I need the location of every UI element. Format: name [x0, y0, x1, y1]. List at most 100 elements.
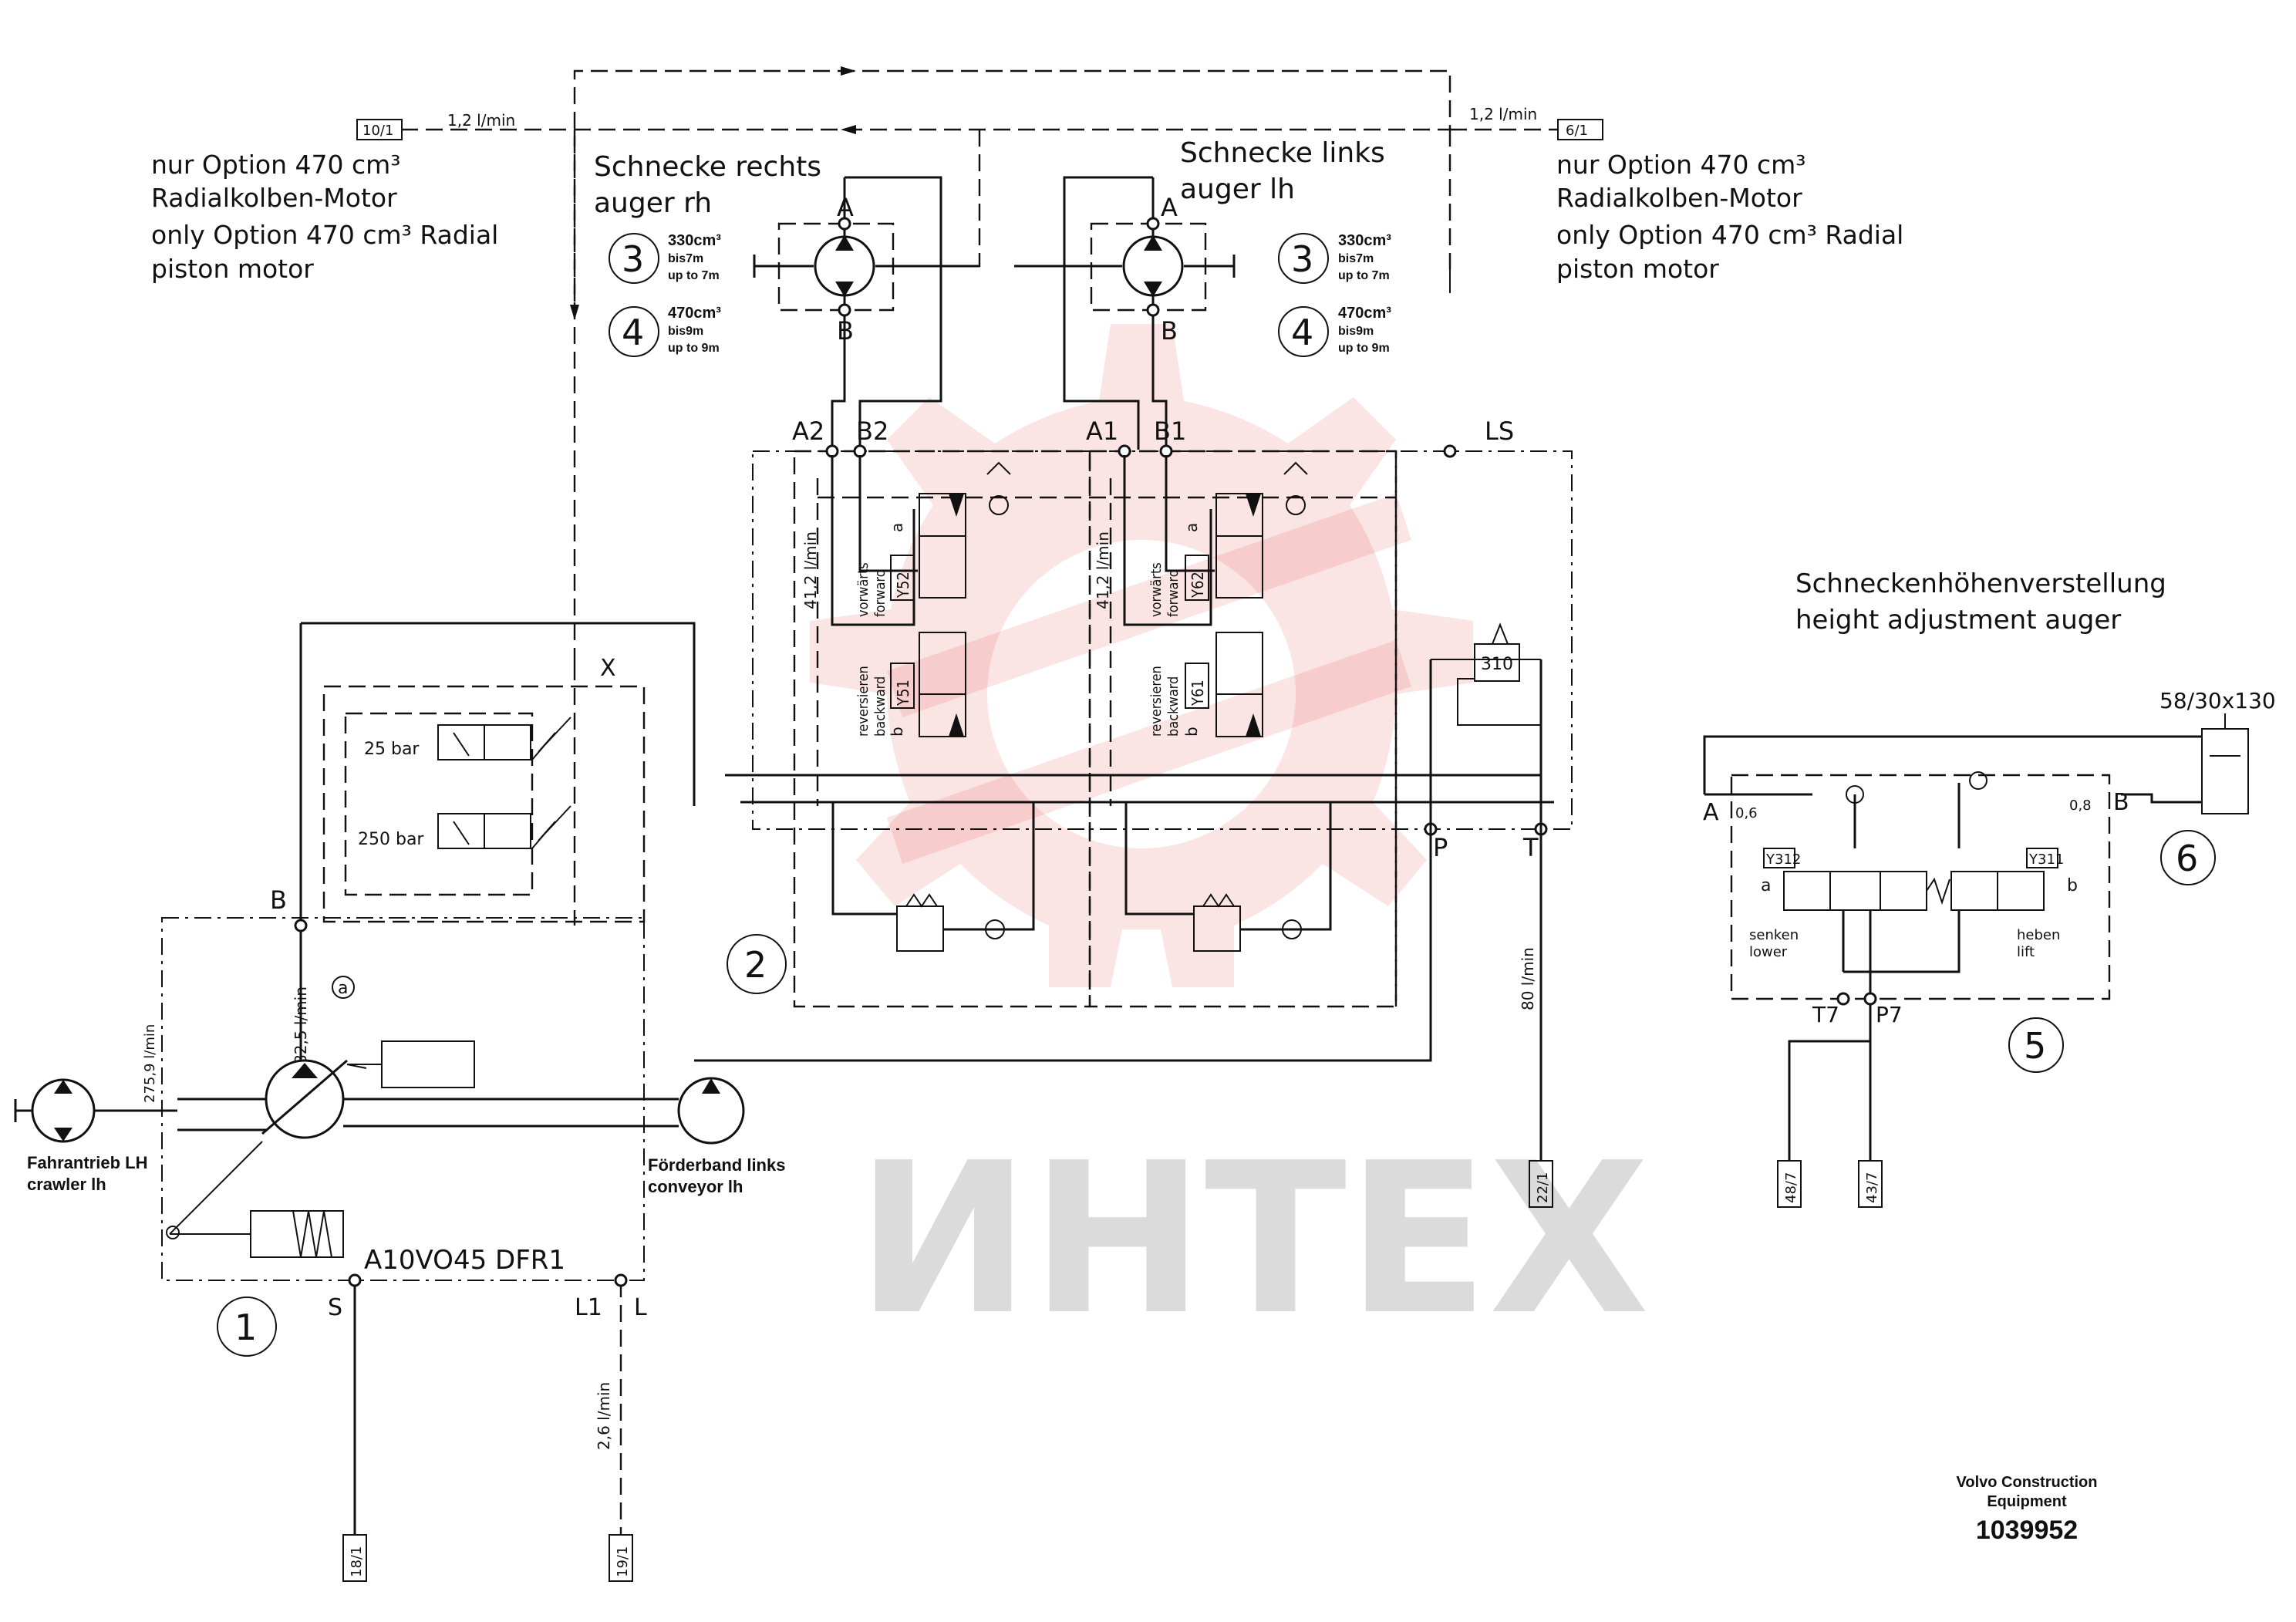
svg-text:S: S [328, 1294, 342, 1321]
svg-text:up to 7m: up to 7m [668, 269, 720, 282]
conveyor-motor: Förderband links conveyor lh [648, 1077, 785, 1196]
item-4-circle [609, 306, 659, 357]
arrow-icon [54, 1128, 72, 1141]
svg-text:heben: heben [2017, 927, 2060, 943]
drawing-number: 1039952 [1976, 1516, 2078, 1545]
svg-text:19/1: 19/1 [615, 1546, 631, 1577]
svg-text:A: A [1161, 193, 1178, 222]
item-3-circle [1278, 233, 1329, 284]
svg-text:L: L [634, 1294, 647, 1321]
svg-text:B: B [2113, 789, 2129, 816]
svg-text:Radialkolben-Motor: Radialkolben-Motor [1556, 183, 1802, 213]
svg-text:b: b [2067, 876, 2078, 895]
ref-box-left [356, 119, 403, 140]
header-refs: 10/1 1,2 l/min 6/1 1,2 l/min [356, 105, 1603, 140]
valve-block: A2 B2 A1 B1 LS P T 41,2 l/min 41,2 l/min… [694, 416, 1573, 1161]
svg-text:senken: senken [1749, 927, 1799, 943]
ref-right: 6/1 [1566, 123, 1588, 139]
valve5-center [1880, 871, 1927, 911]
height-title: Schneckenhöhenverstellung [1795, 568, 2166, 599]
svg-text:only Option 470 cm³ Radial: only Option 470 cm³ Radial [151, 220, 498, 250]
svg-text:T7: T7 [1812, 1002, 1839, 1027]
svg-text:A: A [1703, 799, 1719, 826]
svg-text:4: 4 [622, 312, 644, 353]
svg-text:LS: LS [1485, 416, 1514, 446]
svg-text:Förderband links: Förderband links [648, 1155, 785, 1175]
solenoid-arrow-icon [1246, 494, 1261, 517]
valve-block-outline [752, 450, 1573, 830]
auger-rh-title: Schnecke rechts [594, 151, 821, 183]
svg-text:lower: lower [1749, 944, 1788, 960]
svg-text:up to 9m: up to 9m [1338, 342, 1390, 355]
svg-text:470cm³: 470cm³ [1338, 305, 1391, 322]
svg-text:2: 2 [744, 944, 767, 986]
svg-text:B: B [837, 316, 854, 346]
item-6-circle [2160, 830, 2216, 885]
svg-text:P: P [1433, 833, 1448, 862]
svg-text:5: 5 [2024, 1025, 2046, 1067]
svg-text:250 bar: 250 bar [358, 830, 424, 849]
solenoid-arrow-icon [949, 713, 964, 737]
svg-text:a: a [338, 979, 348, 998]
height-adjust-group: Schneckenhöhenverstellung height adjustm… [1703, 568, 2276, 1208]
directional-valve-sec2: vorwärts forward Y62 a reversieren backw… [1148, 461, 1308, 737]
flow-label-right: 1,2 l/min [1469, 105, 1537, 123]
svg-text:piston motor: piston motor [1556, 254, 1719, 284]
arrow-icon [1144, 235, 1162, 251]
flow-label: 41,2 l/min [801, 531, 820, 609]
arrow-icon [835, 282, 854, 297]
pressure-compensator-1 [831, 802, 1035, 952]
svg-text:up to 7m: up to 7m [1338, 269, 1390, 282]
svg-text:bis9m: bis9m [1338, 325, 1374, 338]
check-valve-icon [989, 495, 1009, 515]
svg-text:forward: forward [1165, 569, 1182, 617]
brand-line1: Volvo Construction [1957, 1474, 2098, 1491]
svg-text:X: X [600, 655, 616, 682]
svg-text:3: 3 [1291, 238, 1313, 280]
svg-text:backward: backward [1165, 676, 1182, 737]
svg-text:nur Option 470 cm³: nur Option 470 cm³ [151, 150, 401, 180]
pump-model: A10VO45 DFR1 [364, 1245, 565, 1276]
svg-text:P7: P7 [1876, 1002, 1903, 1027]
solenoid-arrow-icon [1246, 713, 1261, 737]
solenoid-label: Y61 [1188, 679, 1207, 706]
option-note-right: nur Option 470 cm³ Radialkolben-Motor on… [1556, 150, 1903, 284]
crawler-motor: 275,9 l/min Fahrantrieb LH crawler lh [14, 1024, 177, 1194]
flow-arrow-icon [841, 125, 856, 134]
svg-text:L1: L1 [575, 1294, 602, 1321]
svg-text:b: b [1182, 727, 1201, 737]
svg-text:reversieren: reversieren [855, 666, 872, 737]
svg-text:82,5 l/min: 82,5 l/min [292, 986, 310, 1064]
svg-text:conveyor lh: conveyor lh [648, 1177, 743, 1196]
svg-text:0,6: 0,6 [1735, 805, 1758, 821]
svg-text:T: T [1522, 833, 1539, 862]
svg-text:310: 310 [1481, 655, 1513, 674]
svg-text:Fahrantrieb LH: Fahrantrieb LH [27, 1153, 147, 1172]
svg-text:3: 3 [622, 238, 644, 280]
svg-text:43/7: 43/7 [1864, 1172, 1880, 1203]
pump-group: 25 bar 250 bar B 82,5 l/min X a A10VO45 … [14, 622, 1553, 1582]
solenoid-label: Y311 [2028, 851, 2064, 868]
svg-text:bis7m: bis7m [668, 252, 703, 265]
check-valve-icon [1286, 495, 1306, 515]
svg-text:470cm³: 470cm³ [668, 305, 721, 322]
arrow-icon [54, 1080, 72, 1094]
svg-text:forward: forward [872, 569, 888, 617]
svg-text:crawler lh: crawler lh [27, 1175, 106, 1194]
watermark-gear-icon [810, 324, 1473, 987]
svg-text:0,8: 0,8 [2069, 798, 2092, 814]
svg-text:reversieren: reversieren [1148, 666, 1165, 737]
svg-text:18/1: 18/1 [349, 1546, 365, 1577]
flow-arrow-icon [570, 305, 579, 320]
flow-label: 80 l/min [1519, 947, 1537, 1010]
svg-text:6: 6 [2176, 838, 2198, 879]
svg-text:A1: A1 [1086, 416, 1118, 446]
svg-text:B: B [270, 885, 287, 915]
svg-text:B2: B2 [856, 416, 888, 446]
svg-text:B: B [1161, 316, 1178, 346]
svg-text:nur Option 470 cm³: nur Option 470 cm³ [1556, 150, 1806, 180]
svg-text:330cm³: 330cm³ [668, 232, 721, 249]
svg-text:a: a [1182, 523, 1201, 532]
svg-text:58/30x130: 58/30x130 [2159, 688, 2276, 713]
